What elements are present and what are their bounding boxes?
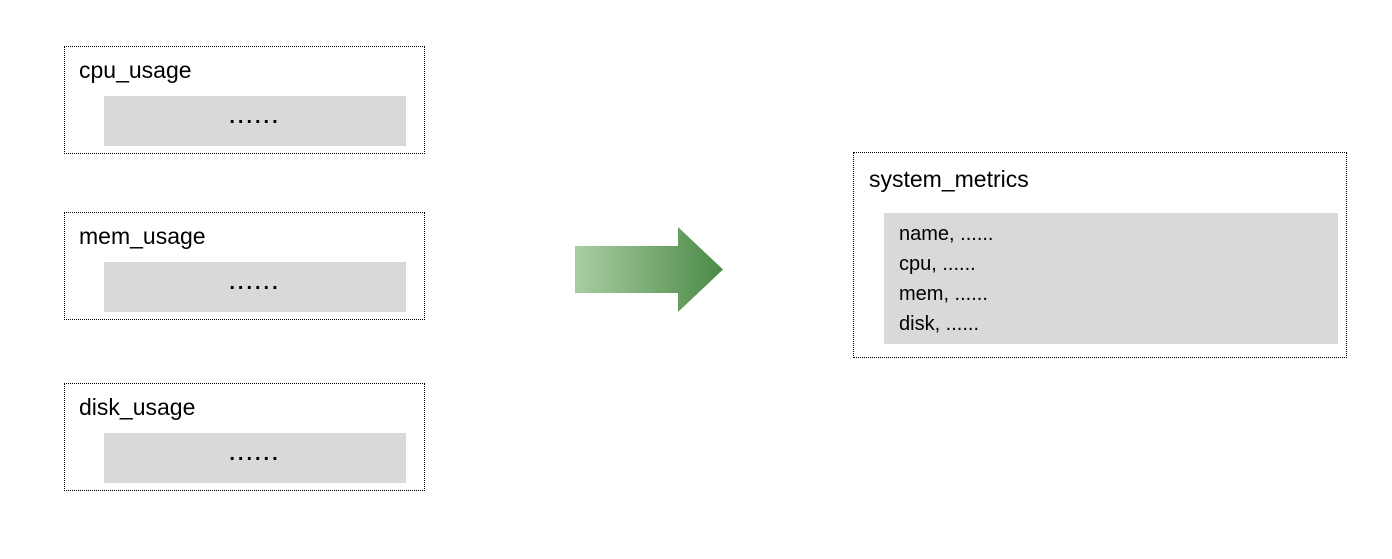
table-body: ...... <box>104 262 406 312</box>
table-label: disk_usage <box>79 394 196 420</box>
source-table-disk-usage: disk_usage ...... <box>64 383 425 491</box>
source-table-cpu-usage: cpu_usage ...... <box>64 46 425 154</box>
table-row: disk, ...... <box>899 313 980 335</box>
table-label: system_metrics <box>869 166 1029 192</box>
table-label: cpu_usage <box>79 57 192 83</box>
table-body: ...... <box>104 96 406 146</box>
ellipsis-placeholder: ...... <box>229 443 281 465</box>
table-label: mem_usage <box>79 223 206 249</box>
ellipsis-placeholder: ...... <box>229 106 281 128</box>
result-table-system-metrics: system_metrics name, ...... cpu, ...... … <box>853 152 1347 358</box>
merge-arrow-icon <box>575 227 723 312</box>
table-row: mem, ...... <box>899 283 988 305</box>
table-row: name, ...... <box>899 223 994 245</box>
table-body: ...... <box>104 433 406 483</box>
table-row: cpu, ...... <box>899 253 976 275</box>
ellipsis-placeholder: ...... <box>229 272 281 294</box>
table-body: name, ...... cpu, ...... mem, ...... dis… <box>884 213 1338 344</box>
source-table-mem-usage: mem_usage ...... <box>64 212 425 320</box>
